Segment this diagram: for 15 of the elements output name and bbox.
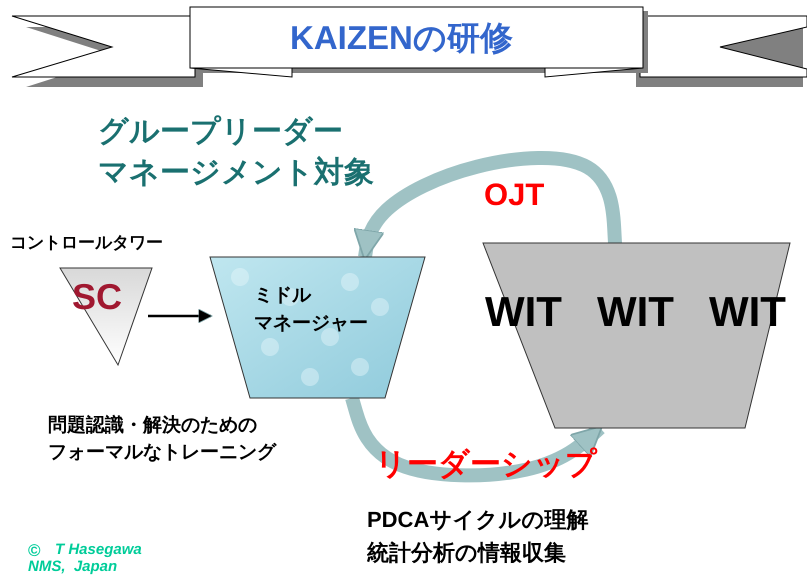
edge-label: リーダーシップ (375, 445, 597, 483)
node-label: ミドルマネージャー (254, 284, 368, 336)
edge-label: OJT (484, 177, 544, 213)
note-text: T Hasegawa (55, 541, 142, 558)
note-text: 問題認識・解決のためのフォーマルなトレーニング (48, 414, 276, 465)
note-text: 統計分析の情報収集 (367, 539, 566, 567)
note-text: グループリーダーマネージメント対象 (98, 114, 374, 190)
title: KAIZENの研修 (290, 18, 513, 58)
note-text: NMS, Japan (28, 558, 118, 575)
node-caption: コントロールタワー (10, 232, 163, 254)
arrow (148, 308, 213, 324)
node-label: WIT (597, 288, 674, 336)
note-text: PDCAサイクルの理解 (367, 506, 588, 534)
note-text: © (28, 541, 41, 560)
curved-arrow (345, 396, 605, 482)
